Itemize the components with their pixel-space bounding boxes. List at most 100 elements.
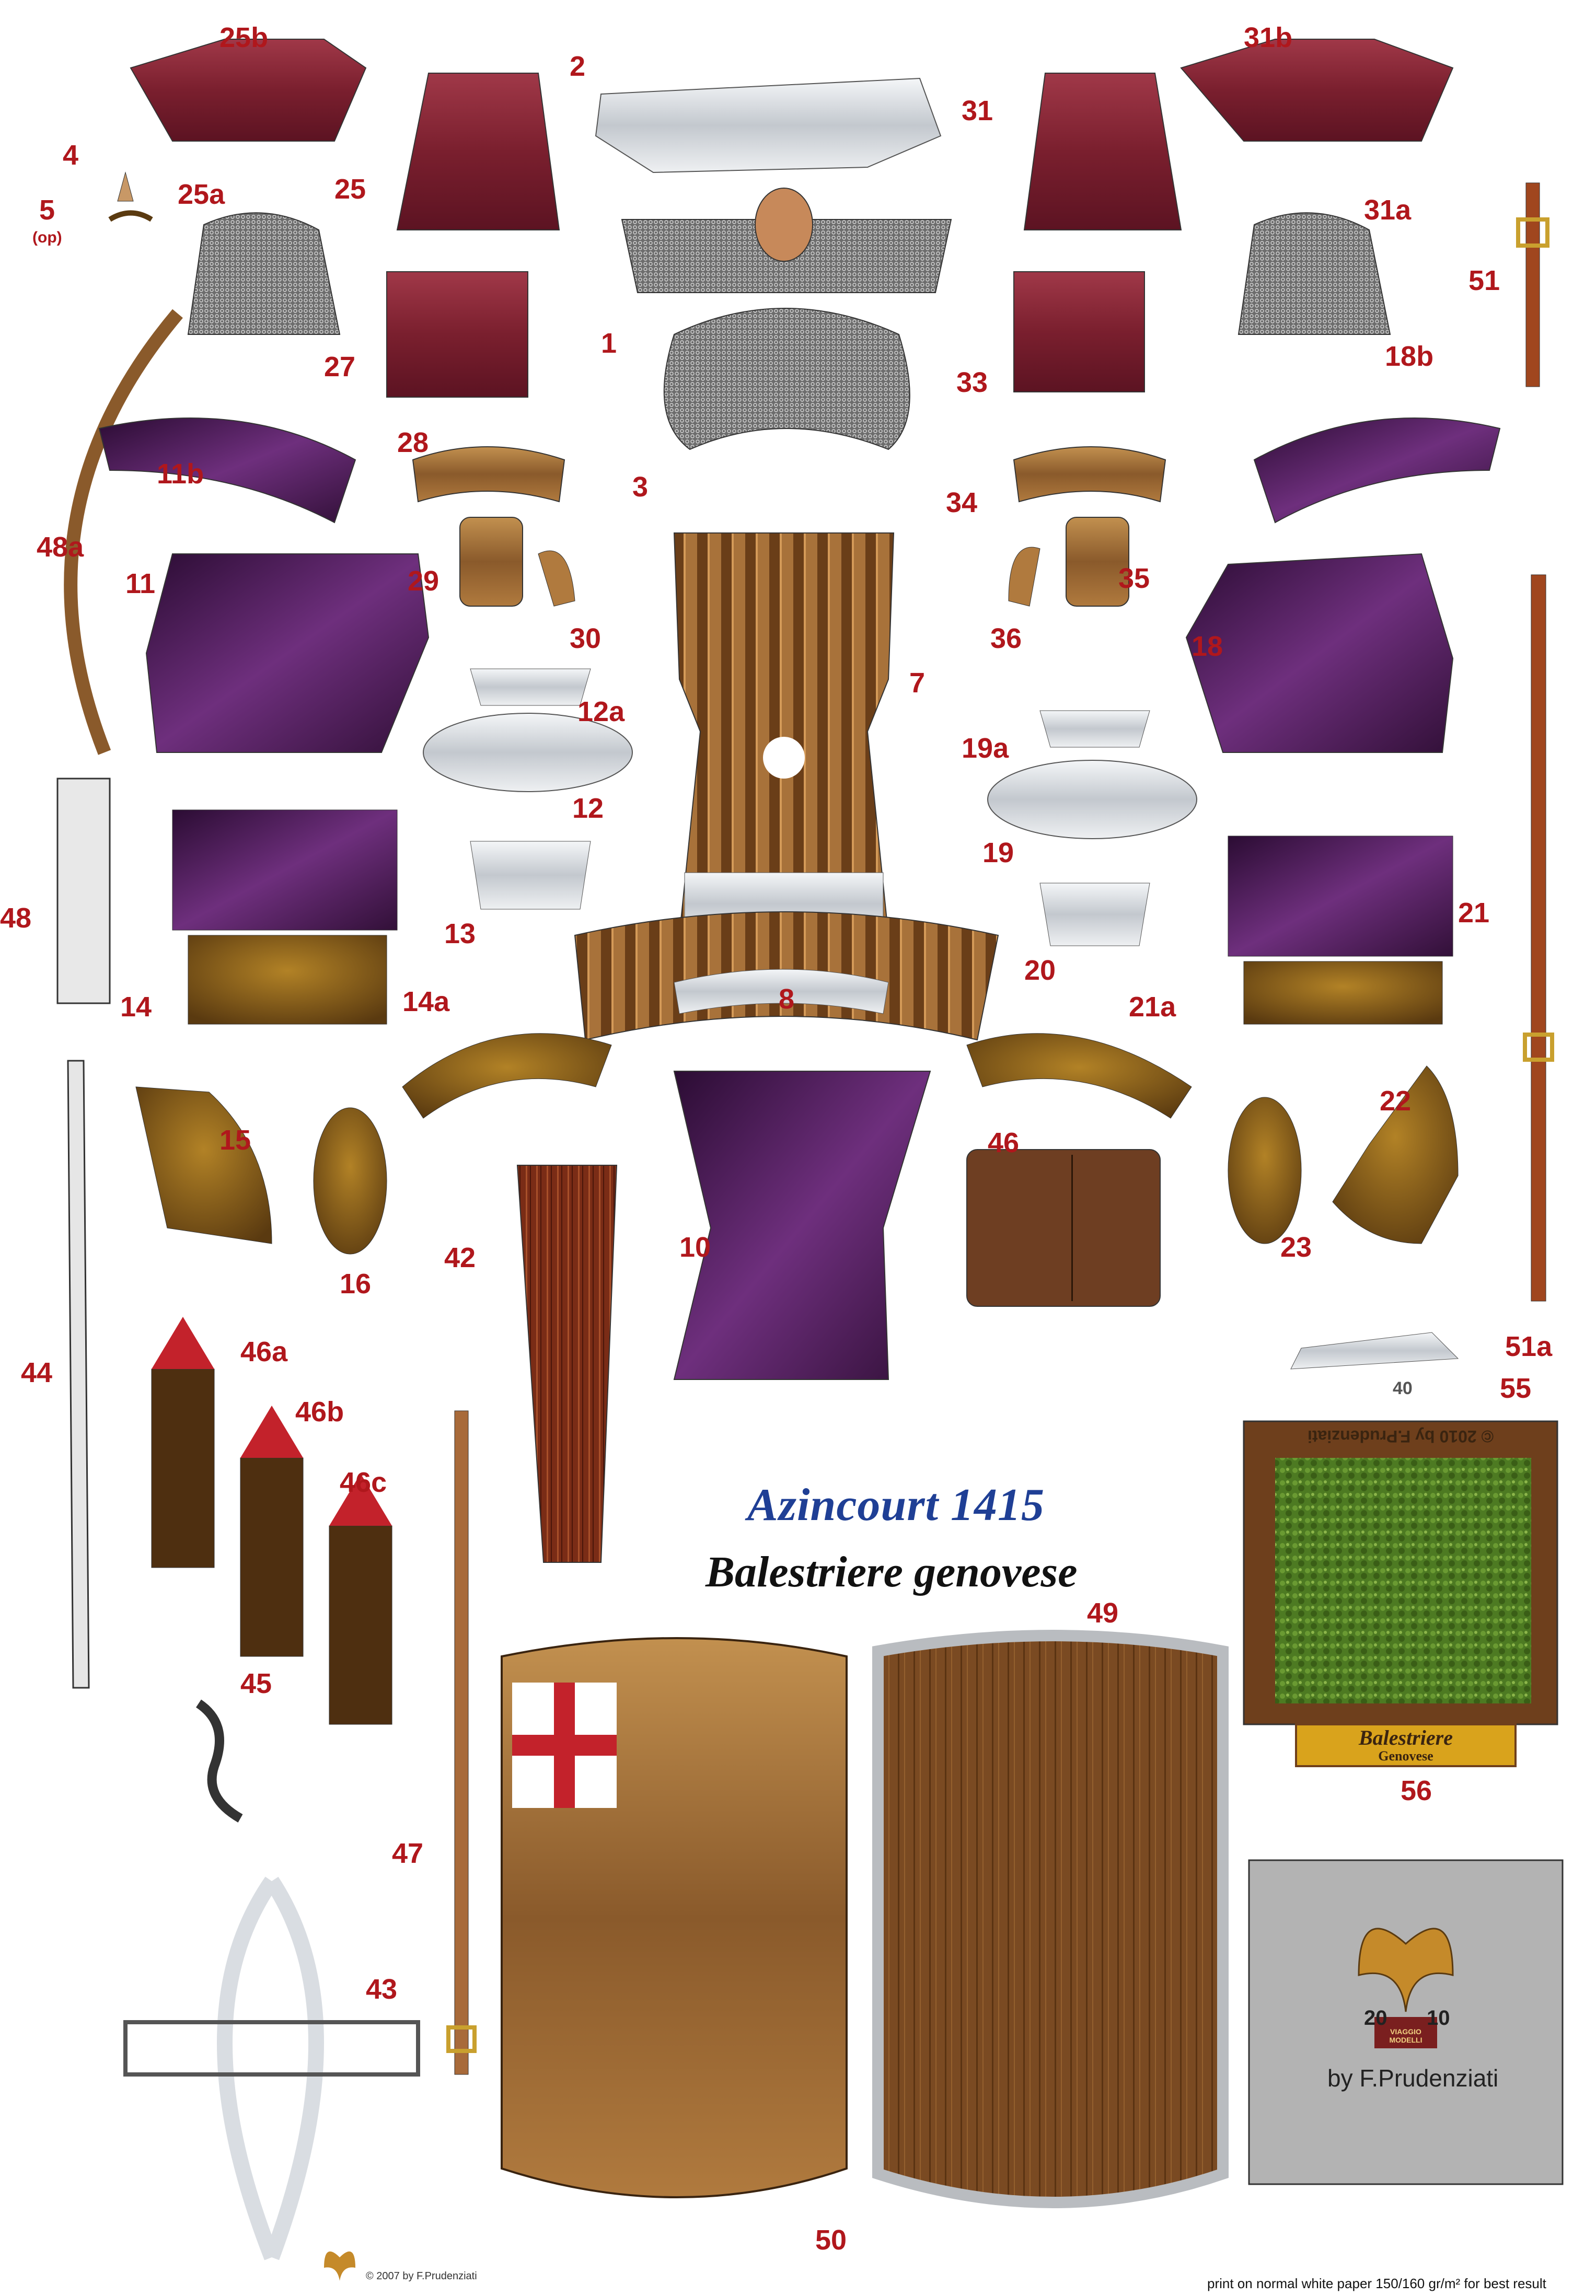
label-25: 25	[334, 173, 366, 205]
part-15-glove	[135, 1086, 272, 1244]
label-25b: 25b	[219, 22, 269, 53]
label-47: 47	[392, 1838, 424, 1869]
label-18: 18	[1192, 631, 1223, 662]
part-5-moustache	[108, 210, 153, 222]
label-45: 45	[240, 1668, 272, 1699]
label-21: 21	[1458, 897, 1490, 929]
box-author: by F.Prudenziati	[1327, 2065, 1499, 2092]
label-15: 15	[219, 1124, 251, 1156]
part-19a-plate	[1039, 710, 1150, 748]
part-21a-arc	[966, 1033, 1192, 1119]
label-56: 56	[1401, 1775, 1432, 1806]
part-10-hose	[673, 1071, 931, 1380]
label-25a: 25a	[178, 179, 225, 210]
part-14a-arc	[402, 1033, 612, 1119]
label-50: 50	[815, 2224, 847, 2256]
part-33-body	[1013, 271, 1145, 392]
part-31a-mail	[1238, 212, 1391, 335]
part-48-stirrup	[56, 778, 111, 1004]
label-16: 16	[340, 1268, 372, 1300]
label-22: 22	[1380, 1085, 1412, 1117]
base-grass	[1275, 1458, 1531, 1703]
part-21-purple	[1228, 836, 1453, 957]
part-11-sleeve	[145, 553, 430, 753]
base-plate-line2: Genovese	[1378, 1748, 1433, 1764]
part-47-pole	[454, 1410, 469, 2075]
label-42: 42	[444, 1242, 476, 1273]
part-23-oval	[1228, 1097, 1302, 1244]
label-19a: 19a	[962, 733, 1009, 764]
label-31a: 31a	[1364, 194, 1412, 226]
label-46a: 46a	[240, 1336, 288, 1367]
label-31b: 31b	[1244, 22, 1293, 53]
part-45-hook	[195, 1699, 243, 1823]
part-11b-arc	[98, 418, 356, 524]
label-3: 3	[632, 471, 649, 503]
part-20-plate	[1039, 883, 1150, 946]
label-34: 34	[946, 487, 978, 518]
small-eagle-icon	[324, 2251, 355, 2281]
part-44-stock	[67, 1060, 90, 1689]
base-plate-line1: Balestriere	[1359, 1726, 1453, 1749]
part-3-mail-collar	[663, 308, 910, 450]
label-35: 35	[1118, 563, 1150, 594]
part-46c-bundle	[329, 1525, 392, 1725]
label-46c: 46c	[340, 1467, 387, 1498]
part-1-face	[755, 188, 813, 262]
part-14-brown	[188, 935, 387, 1025]
label-29: 29	[408, 565, 440, 597]
part-42-quiver	[516, 1165, 618, 1563]
sheet-subtitle: Balestriere genovese	[706, 1548, 1078, 1596]
part-29-glove	[459, 517, 523, 607]
base-nameplate	[1295, 1723, 1517, 1767]
label-7: 7	[909, 667, 926, 699]
print-note: print on normal white paper 150/160 gr/m…	[1207, 2276, 1546, 2291]
label-44: 44	[21, 1357, 53, 1388]
part-31b-collar	[1180, 39, 1454, 142]
label-12a: 12a	[577, 696, 625, 727]
part-12a-plate	[470, 668, 591, 706]
eagle-logo-icon	[1358, 1928, 1454, 2012]
part-27-body	[386, 271, 528, 398]
label-46b: 46b	[295, 1396, 344, 1428]
label-10: 10	[679, 1232, 711, 1263]
label-14: 14	[120, 991, 152, 1023]
part-40-plate	[1290, 1332, 1459, 1370]
part-22-glove	[1332, 1065, 1459, 1244]
box-year-left: 20	[1364, 2007, 1387, 2030]
part-46a-bundle	[151, 1369, 215, 1568]
label-48: 48	[0, 902, 32, 934]
label-19: 19	[982, 837, 1014, 868]
label-14a: 14a	[402, 986, 450, 1017]
label-5: 5	[39, 194, 55, 226]
part-46-pouch	[966, 1149, 1161, 1307]
label-1: 1	[601, 328, 617, 359]
part-18b-arc	[1253, 418, 1501, 524]
label-28: 28	[397, 427, 429, 458]
label-43: 43	[366, 1974, 398, 2005]
label-2: 2	[570, 51, 586, 82]
part-4-nose	[117, 171, 134, 202]
part-18-sleeve	[1185, 553, 1454, 753]
label-51: 51	[1468, 265, 1500, 296]
part-14-purple	[172, 809, 398, 931]
label-23: 23	[1280, 1232, 1312, 1263]
part-34-arc	[1013, 446, 1166, 503]
sheet-title: Azincourt 1415	[747, 1480, 1045, 1530]
label-8: 8	[779, 983, 795, 1015]
label-11b: 11b	[157, 458, 204, 490]
part-25b-collar	[130, 39, 367, 142]
label-13: 13	[444, 918, 476, 949]
box-brand: VIAGGIO MODELLI	[1389, 2027, 1422, 2044]
part-35-glove	[1066, 517, 1129, 607]
label-31: 31	[962, 95, 993, 126]
part-51a-strap	[1531, 574, 1546, 1302]
part-30-thumb	[538, 550, 575, 607]
label-51a: 51a	[1505, 1331, 1553, 1362]
box-year-right: 10	[1427, 2007, 1450, 2030]
part-25a-mail	[187, 212, 341, 335]
label-55: 55	[1500, 1373, 1532, 1404]
part-16-oval	[313, 1107, 387, 1255]
label-18b: 18b	[1385, 341, 1434, 372]
label-4: 4	[63, 140, 79, 171]
